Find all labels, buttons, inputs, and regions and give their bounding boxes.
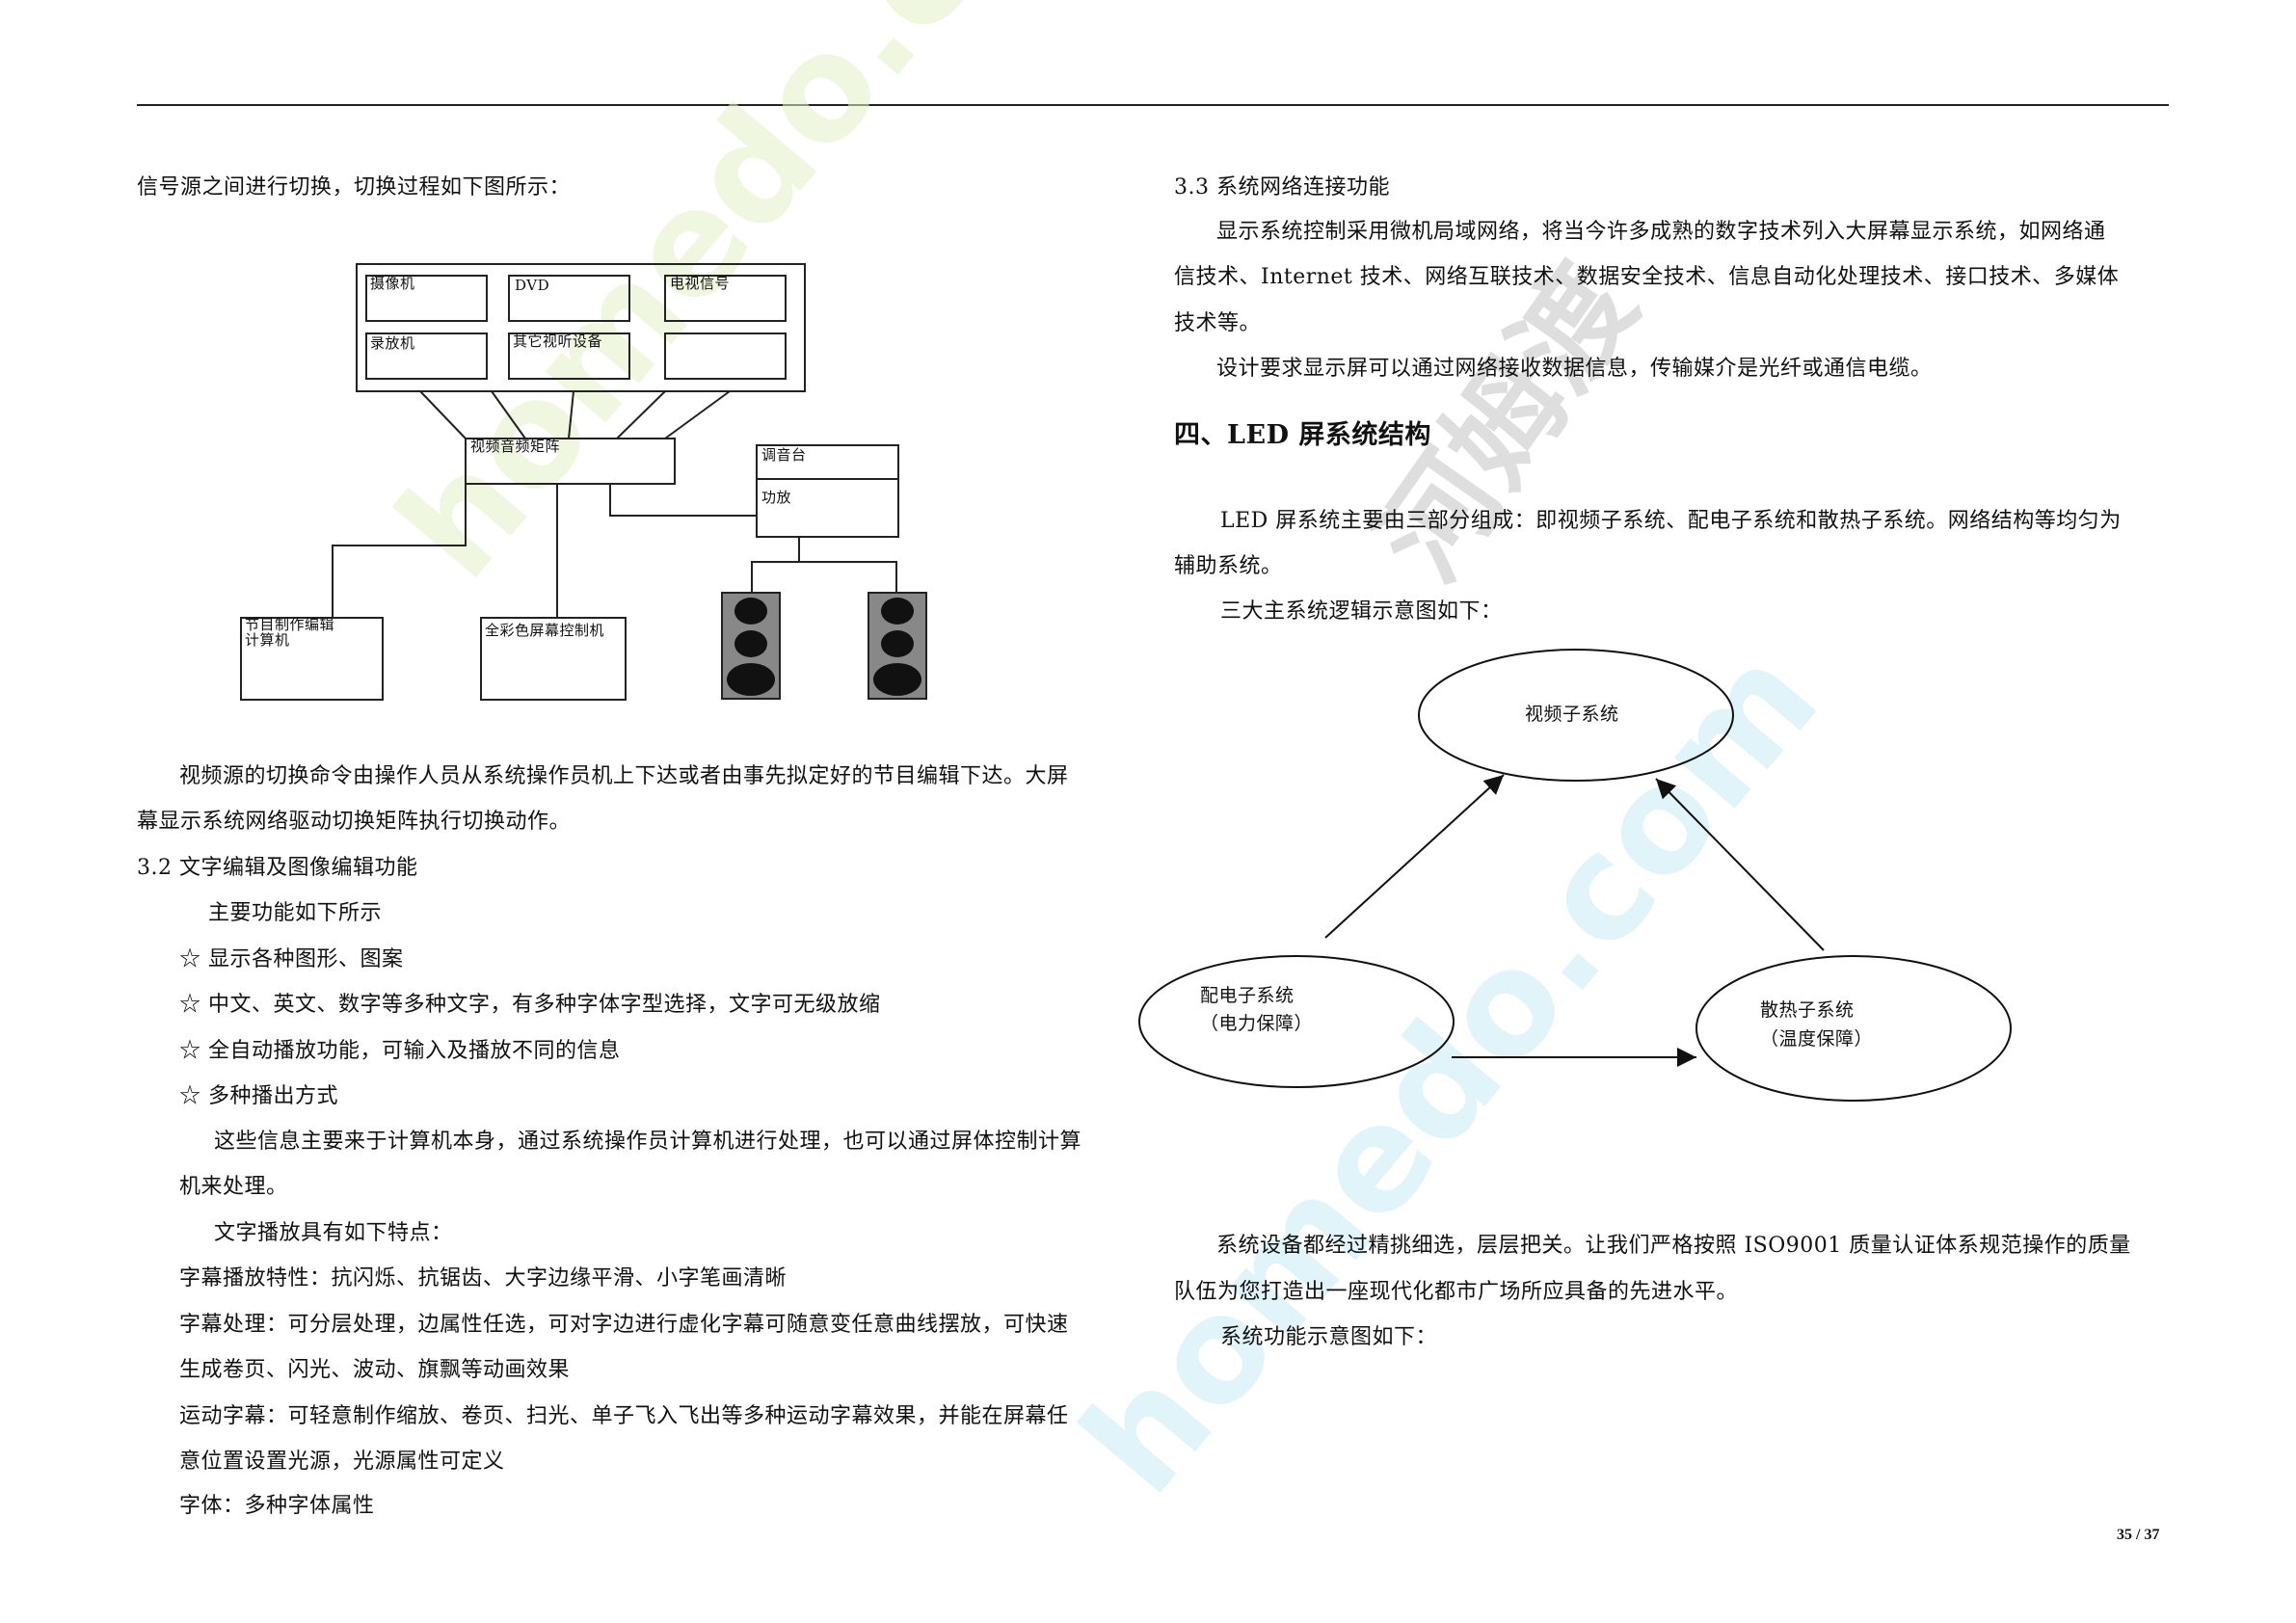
section-3-3-heading: 3.3 系统网络连接功能 [1174, 175, 1390, 200]
box-mixer: 调音台 [761, 446, 807, 464]
box-controller: 全彩色屏幕控制机 [485, 622, 605, 639]
left-p1b: 幕显示系统网络驱动切换矩阵执行切换动作。 [137, 810, 572, 834]
left-p2b: 机来处理。 [179, 1175, 288, 1199]
left-func-intro: 主要功能如下所示 [208, 901, 383, 925]
video-subsystem-label: 视频子系统 [1525, 704, 1619, 725]
heat-subsystem-label-1: 散热子系统 [1760, 999, 1855, 1021]
right-p1c: 技术等。 [1174, 311, 1262, 335]
page-number: 35 / 37 [2117, 1527, 2160, 1543]
left-l2a: 字幕处理：可分层处理，边属性任选，可对字边进行虚化字幕可随意变任意曲线摆放，可快… [179, 1313, 1069, 1337]
header-rule [137, 104, 2169, 106]
right-p3b: 辅助系统。 [1174, 554, 1283, 578]
right-p2: 设计要求显示屏可以通过网络接收数据信息，传输媒介是光纤或通信电缆。 [1216, 357, 1933, 381]
right-p4: 三大主系统逻辑示意图如下： [1220, 599, 1503, 624]
feature-4: ☆ 多种播出方式 [179, 1084, 338, 1108]
section-3-2-heading: 3.2 文字编辑及图像编辑功能 [137, 856, 418, 880]
feature-3: ☆ 全自动播放功能，可输入及播放不同的信息 [179, 1039, 621, 1063]
box-other-av: 其它视听设备 [513, 333, 603, 350]
left-p1a: 视频源的切换命令由操作人员从系统操作员机上下达或者由事先拟定好的节目编辑下达。大… [179, 764, 1069, 788]
box-camera: 摄像机 [370, 275, 415, 292]
left-p2a: 这些信息主要来于计算机本身，通过系统操作员计算机进行处理，也可以通过屏体控制计算 [214, 1130, 1082, 1154]
right-p5b: 队伍为您打造出一座现代化都市广场所应具备的先进水平。 [1174, 1280, 1739, 1304]
box-tv-signal: 电视信号 [670, 275, 731, 292]
box-editor-2: 计算机 [245, 631, 290, 649]
right-p3a: LED 屏系统主要由三部分组成：即视频子系统、配电子系统和散热子系统。网络结构等… [1220, 509, 2122, 533]
box-recorder: 录放机 [370, 334, 415, 352]
left-l3a: 运动字幕：可轻意制作缩放、卷页、扫光、单子飞入飞出等多种运动字幕效果，并能在屏幕… [179, 1404, 1069, 1428]
box-amp: 功放 [761, 489, 792, 506]
power-subsystem-label-1: 配电子系统 [1200, 985, 1295, 1006]
left-l1: 字幕播放特性：抗闪烁、抗锯齿、大字边缘平滑、小字笔画清晰 [179, 1266, 788, 1290]
right-p6: 系统功能示意图如下： [1220, 1325, 1438, 1349]
section-4-heading: 四、LED 屏系统结构 [1174, 420, 1431, 450]
feature-2: ☆ 中文、英文、数字等多种文字，有多种字体字型选择，文字可无级放缩 [179, 993, 881, 1017]
right-p1a: 显示系统控制采用微机局域网络，将当今许多成熟的数字技术列入大屏幕显示系统，如网络… [1216, 220, 2106, 244]
power-subsystem-label-2: （电力保障） [1200, 1013, 1314, 1034]
box-matrix: 视频音频矩阵 [470, 438, 561, 455]
right-p5a: 系统设备都经过精挑细选，层层把关。让我们严格按照 ISO9001 质量认证体系规… [1216, 1234, 2131, 1258]
heat-subsystem-label-2: （温度保障） [1760, 1028, 1874, 1050]
power-subsystem-node [1138, 955, 1455, 1088]
right-p1b: 信技术、Internet 技术、网络互联技术、数据安全技术、信息自动化处理技术、… [1174, 265, 2120, 289]
feature-1: ☆ 显示各种图形、图案 [179, 947, 404, 971]
left-l4: 字体：多种字体属性 [179, 1494, 375, 1518]
box-editor-1: 节目制作编辑 [245, 616, 335, 633]
left-l3b: 意位置设置光源，光源属性可定义 [179, 1450, 505, 1474]
box-dvd: DVD [515, 277, 550, 294]
left-intro: 信号源之间进行切换，切换过程如下图所示： [137, 175, 572, 200]
video-subsystem-node [1418, 649, 1734, 782]
left-l2b: 生成卷页、闪光、波动、旗飘等动画效果 [179, 1358, 571, 1382]
heat-subsystem-node [1695, 955, 2012, 1102]
speaker-right [868, 592, 927, 700]
speaker-left [721, 592, 781, 700]
left-p3: 文字播放具有如下特点： [214, 1221, 453, 1245]
